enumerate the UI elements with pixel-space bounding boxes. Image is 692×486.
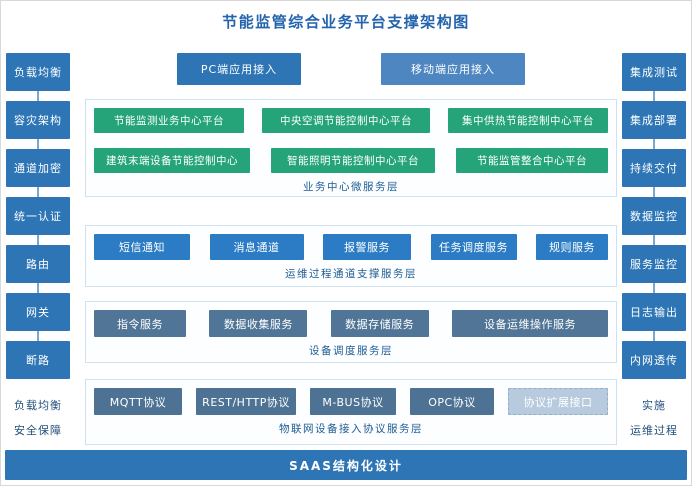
sidebar-item-circuit-breaker: 断路	[6, 341, 70, 379]
business-row-1: 节能监测业务中心平台 中央空调节能控制中心平台 集中供热节能控制中心平台	[94, 108, 608, 133]
sidebar-item-intranet-tunnel: 内网透传	[622, 341, 686, 379]
connector	[653, 91, 655, 101]
connector	[653, 235, 655, 245]
message-channel-node: 消息通道	[209, 234, 304, 260]
m-bus-protocol-node: M-BUS协议	[310, 388, 396, 415]
connector	[653, 139, 655, 149]
left-sidebar-caption: 负载均衡 安全保障	[14, 393, 62, 443]
sidebar-item-channel-encryption: 通道加密	[6, 149, 70, 187]
connector	[653, 283, 655, 293]
connector	[37, 235, 39, 245]
alarm-service-node: 报警服务	[323, 234, 411, 260]
sidebar-item-load-balancing: 负载均衡	[6, 53, 70, 91]
heating-control-center-node: 集中供热节能控制中心平台	[448, 108, 608, 133]
sidebar-item-unified-auth: 统一认证	[6, 197, 70, 235]
sidebar-item-service-monitoring: 服务监控	[622, 245, 686, 283]
connector	[653, 187, 655, 197]
supervision-integration-node: 节能监管整合中心平台	[456, 148, 608, 173]
connector	[37, 331, 39, 341]
business-layer-section: 节能监测业务中心平台 中央空调节能控制中心平台 集中供热节能控制中心平台 建筑末…	[85, 99, 617, 197]
building-terminal-control-node: 建筑末端设备节能控制中心	[94, 148, 250, 173]
sms-notify-node: 短信通知	[94, 234, 190, 260]
sidebar-item-routing: 路由	[6, 245, 70, 283]
sidebar-item-data-monitoring: 数据监控	[622, 197, 686, 235]
business-layer-label: 业务中心微服务层	[303, 181, 399, 193]
device-row: 指令服务 数据收集服务 数据存储服务 设备运维操作服务	[94, 310, 608, 337]
mobile-access-node: 移动端应用接入	[381, 53, 525, 85]
sidebar-item-continuous-delivery: 持续交付	[622, 149, 686, 187]
protocol-row: MQTT协议 REST/HTTP协议 M-BUS协议 OPC协议 协议扩展接口	[94, 388, 608, 415]
channel-layer-label: 运维过程通道支撑服务层	[285, 268, 417, 280]
right-sidebar-caption: 实施 运维过程	[630, 393, 678, 443]
mqtt-protocol-node: MQTT协议	[94, 388, 182, 415]
lighting-control-center-node: 智能照明节能控制中心平台	[271, 148, 435, 173]
access-layer: PC端应用接入 移动端应用接入	[85, 53, 617, 85]
connector	[37, 91, 39, 101]
device-ops-node: 设备运维操作服务	[451, 310, 608, 337]
protocol-extension-node: 协议扩展接口	[508, 388, 608, 415]
protocol-layer-label: 物联网设备接入协议服务层	[279, 423, 423, 435]
data-collection-node: 数据收集服务	[209, 310, 308, 337]
saas-bar: SAAS结构化设计	[5, 450, 687, 480]
left-caption-line-2: 安全保障	[14, 424, 62, 437]
task-scheduler-node: 任务调度服务	[430, 234, 517, 260]
sidebar-item-disaster-recovery: 容灾架构	[6, 101, 70, 139]
protocol-layer-section: MQTT协议 REST/HTTP协议 M-BUS协议 OPC协议 协议扩展接口 …	[85, 379, 617, 445]
device-layer-label: 设备调度服务层	[309, 345, 393, 357]
sidebar-item-integration-deploy: 集成部署	[622, 101, 686, 139]
channel-row: 短信通知 消息通道 报警服务 任务调度服务 规则服务	[94, 234, 608, 260]
energy-monitoring-center-node: 节能监测业务中心平台	[94, 108, 244, 133]
connector	[37, 187, 39, 197]
right-caption-line-2: 运维过程	[630, 424, 678, 437]
command-service-node: 指令服务	[94, 310, 186, 337]
left-caption-line-1: 负载均衡	[14, 399, 62, 412]
connector	[653, 331, 655, 341]
business-row-2: 建筑末端设备节能控制中心 智能照明节能控制中心平台 节能监管整合中心平台	[94, 148, 608, 173]
right-sidebar: 集成测试 集成部署 持续交付 数据监控 服务监控 日志输出 内网透传 实施 运维…	[622, 53, 686, 443]
data-storage-node: 数据存储服务	[330, 310, 429, 337]
pc-access-node: PC端应用接入	[177, 53, 301, 85]
rule-service-node: 规则服务	[536, 234, 608, 260]
right-caption-line-1: 实施	[642, 399, 666, 412]
sidebar-item-log-output: 日志输出	[622, 293, 686, 331]
device-layer-section: 指令服务 数据收集服务 数据存储服务 设备运维操作服务 设备调度服务层	[85, 301, 617, 363]
channel-layer-section: 短信通知 消息通道 报警服务 任务调度服务 规则服务 运维过程通道支撑服务层	[85, 225, 617, 287]
left-sidebar: 负载均衡 容灾架构 通道加密 统一认证 路由 网关 断路 负载均衡 安全保障	[6, 53, 70, 443]
sidebar-item-integration-test: 集成测试	[622, 53, 686, 91]
sidebar-item-gateway: 网关	[6, 293, 70, 331]
hvac-control-center-node: 中央空调节能控制中心平台	[262, 108, 430, 133]
rest-http-protocol-node: REST/HTTP协议	[196, 388, 296, 415]
opc-protocol-node: OPC协议	[410, 388, 494, 415]
connector	[37, 283, 39, 293]
page-title: 节能监管综合业务平台支撑架构图	[222, 13, 470, 31]
connector	[37, 139, 39, 149]
